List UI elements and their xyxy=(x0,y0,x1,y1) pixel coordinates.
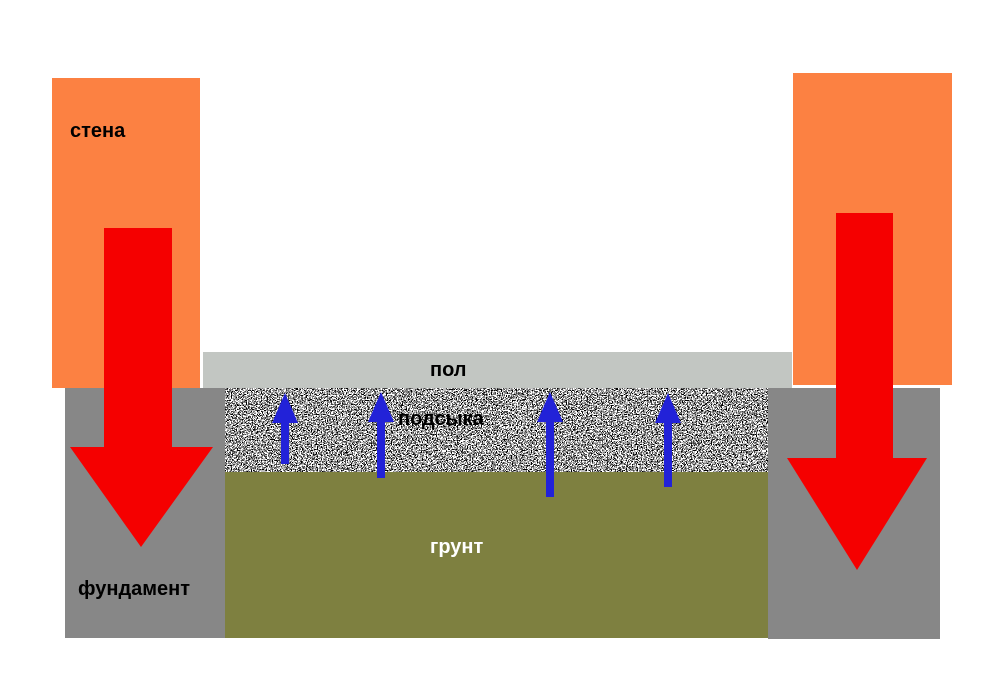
arrow-shaft xyxy=(664,421,672,487)
load-arrow-down-left-icon xyxy=(70,228,213,547)
backfill-label: подсыка xyxy=(398,408,484,430)
floor-label: пол xyxy=(430,359,467,381)
arrow-shaft xyxy=(546,420,554,497)
backfill-region xyxy=(225,388,768,472)
load-arrow-down-right-icon xyxy=(787,213,927,570)
backfill-speckle-texture xyxy=(225,388,768,472)
arrow-head xyxy=(70,447,213,547)
arrow-shaft xyxy=(836,213,893,459)
arrow-shaft xyxy=(377,420,385,478)
soil-label: грунт xyxy=(430,536,484,558)
foundation-label: фундамент xyxy=(78,578,191,600)
uplift-arrow-up-icon xyxy=(368,392,394,478)
uplift-arrow-up-icon xyxy=(537,392,563,497)
arrow-head xyxy=(787,458,927,570)
arrow-head xyxy=(272,393,298,423)
floor-region xyxy=(203,352,792,388)
arrow-head xyxy=(368,392,394,422)
uplift-arrow-up-icon xyxy=(272,393,298,471)
soil-region xyxy=(225,472,768,638)
arrow-head xyxy=(655,393,681,423)
arrow-head xyxy=(537,392,563,422)
arrow-shaft xyxy=(281,421,289,464)
arrow-shaft xyxy=(104,228,172,448)
wall-label: стена xyxy=(70,120,126,142)
uplift-arrow-up-icon xyxy=(655,393,681,487)
